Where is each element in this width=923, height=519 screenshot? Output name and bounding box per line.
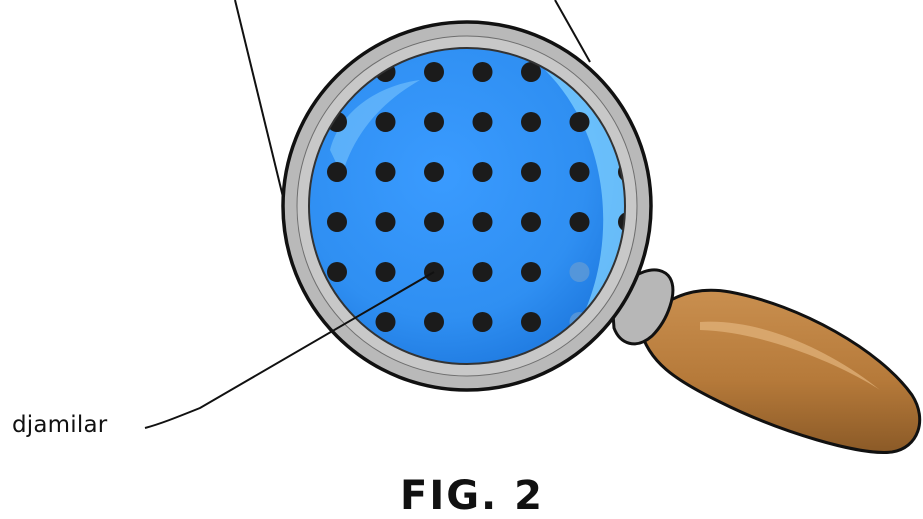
dot <box>473 162 493 182</box>
dot <box>376 212 396 232</box>
dot <box>424 212 444 232</box>
dot <box>424 112 444 132</box>
dot <box>424 62 444 82</box>
dot-label: djamilar <box>12 412 107 438</box>
dot <box>521 312 541 332</box>
dot <box>327 212 347 232</box>
dot <box>376 112 396 132</box>
dot <box>570 212 590 232</box>
dot <box>570 112 590 132</box>
dot <box>424 162 444 182</box>
dot <box>376 162 396 182</box>
dot <box>327 162 347 182</box>
dot <box>424 312 444 332</box>
dot <box>473 312 493 332</box>
handle <box>640 290 920 452</box>
dot <box>376 262 396 282</box>
dot <box>521 112 541 132</box>
dot <box>473 62 493 82</box>
magnifier-illustration <box>0 0 923 498</box>
dot <box>521 262 541 282</box>
dot <box>521 212 541 232</box>
dot <box>570 262 590 282</box>
dot <box>473 262 493 282</box>
dot <box>473 112 493 132</box>
dot <box>376 312 396 332</box>
dot <box>327 262 347 282</box>
dot <box>521 162 541 182</box>
dot <box>473 212 493 232</box>
dot <box>570 162 590 182</box>
figure-caption: FIG. 2 <box>400 476 544 516</box>
